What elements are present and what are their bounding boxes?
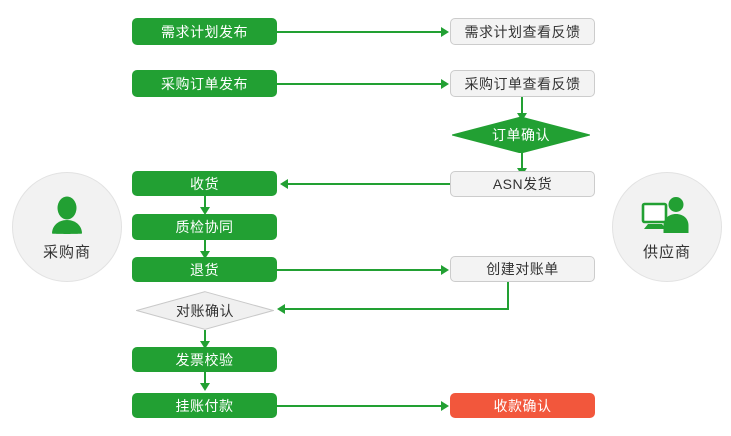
actor-label: 采购商 (42, 243, 91, 261)
edge-payment-to-confirm-arrowhead (441, 401, 449, 411)
node-label: 创建对账单 (486, 261, 559, 277)
actor-label: 供应商 (642, 243, 691, 261)
node-invoice-check[interactable]: 发票校验 (132, 347, 277, 372)
person-icon (40, 193, 94, 239)
node-statement-confirm[interactable]: 对账确认 (136, 291, 274, 330)
edge-po-publish-arrowhead (441, 79, 449, 89)
node-order-confirm[interactable]: 订单确认 (452, 117, 590, 153)
node-label: 需求计划查看反馈 (464, 23, 581, 40)
edge-statement-to-confirm-arrowhead (277, 304, 285, 314)
edge-asn-to-receive-arrowhead (280, 179, 288, 189)
edge-demand-plan-arrowhead (441, 27, 449, 37)
node-po-feedback[interactable]: 采购订单查看反馈 (450, 70, 595, 97)
node-label: 收货 (190, 175, 219, 192)
edge-invoice-to-payment-arrowhead (200, 383, 210, 391)
node-label: 挂账付款 (175, 397, 234, 414)
node-label: 需求计划发布 (161, 23, 248, 40)
edge-statement-drop (507, 282, 509, 310)
node-asn-shipment[interactable]: ASN发货 (450, 171, 595, 197)
node-return-goods[interactable]: 退货 (132, 257, 277, 282)
edge-statement-to-confirm (285, 308, 509, 310)
edge-qc-to-return (204, 240, 206, 254)
edge-confirm-to-invoice (204, 330, 206, 344)
edge-po-to-confirm (521, 96, 523, 115)
edge-qc-to-return-arrowhead (200, 251, 210, 259)
node-demand-plan-publish[interactable]: 需求计划发布 (132, 18, 277, 45)
node-label: 采购订单发布 (161, 75, 248, 92)
node-label: 收款确认 (493, 397, 552, 414)
edge-receive-to-qc (204, 196, 206, 210)
edge-demand-plan (277, 31, 443, 33)
edge-po-publish (277, 83, 443, 85)
actor-supplier[interactable]: 供应商 (612, 172, 722, 282)
node-payment-confirm[interactable]: 收款确认 (450, 393, 595, 418)
node-po-publish[interactable]: 采购订单发布 (132, 70, 277, 97)
edge-invoice-to-payment (204, 372, 206, 386)
actor-buyer[interactable]: 采购商 (12, 172, 122, 282)
node-label: 发票校验 (175, 351, 234, 368)
node-label: ASN发货 (492, 176, 553, 192)
edge-confirm-to-asn (521, 152, 523, 171)
node-accrual-payment[interactable]: 挂账付款 (132, 393, 277, 418)
node-qc-collaboration[interactable]: 质检协同 (132, 214, 277, 240)
node-label: 退货 (190, 261, 219, 278)
edge-confirm-to-invoice-arrowhead (200, 341, 210, 349)
edge-return-to-statement (277, 269, 443, 271)
person-at-computer-icon (640, 193, 694, 239)
node-label: 质检协同 (175, 219, 234, 235)
node-demand-plan-feedback[interactable]: 需求计划查看反馈 (450, 18, 595, 45)
edge-asn-to-receive (288, 183, 450, 185)
edge-return-to-statement-arrowhead (441, 265, 449, 275)
node-receive-goods[interactable]: 收货 (132, 171, 277, 196)
node-label: 采购订单查看反馈 (464, 75, 581, 92)
edge-receive-to-qc-arrowhead (200, 207, 210, 215)
edge-payment-to-confirm (277, 405, 443, 407)
node-create-statement[interactable]: 创建对账单 (450, 256, 595, 282)
